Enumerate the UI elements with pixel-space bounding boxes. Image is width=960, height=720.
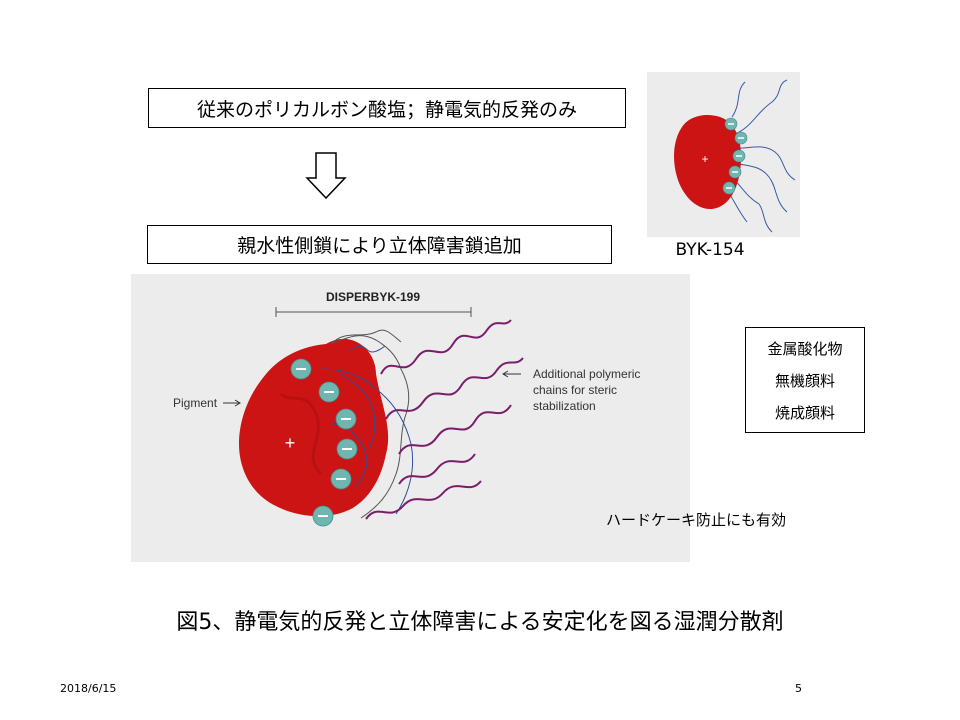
pigment-type-list: 金属酸化物 無機顔料 焼成顔料 [745, 327, 865, 433]
steric-chain-box: 親水性側鎖により立体障害鎖追加 [147, 225, 612, 264]
conventional-dispersant-text: 従来のポリカルボン酸塩；静電気的反発のみ [197, 95, 577, 122]
steric-chain-text: 親水性側鎖により立体障害鎖追加 [237, 231, 522, 258]
byk154-figure: + [647, 72, 800, 237]
pigment-type-item: 金属酸化物 [767, 338, 842, 359]
hard-cake-note: ハードケーキ防止にも有効 [606, 509, 786, 530]
byk154-label: BYK-154 [640, 240, 780, 260]
conventional-dispersant-box: 従来のポリカルボン酸塩；静電気的反発のみ [148, 88, 626, 128]
chains-label-line3: stabilization [533, 399, 596, 413]
chains-label-line2: chains for steric [533, 383, 617, 397]
chains-label-line1: Additional polymeric [533, 367, 640, 381]
footer-date: 2018/6/15 [60, 682, 116, 695]
pigment-type-item: 焼成顔料 [775, 402, 835, 423]
figure-caption: 図5、静電気的反発と立体障害による安定化を図る湿潤分散剤 [0, 604, 960, 636]
pigment-type-item: 無機顔料 [775, 370, 835, 391]
page-number: 5 [795, 682, 802, 695]
svg-text:+: + [285, 433, 296, 453]
disperbyk199-label: DISPERBYK-199 [326, 290, 420, 304]
pigment-label: Pigment [173, 396, 218, 410]
down-arrow-icon [305, 152, 347, 200]
svg-text:+: + [701, 152, 708, 166]
